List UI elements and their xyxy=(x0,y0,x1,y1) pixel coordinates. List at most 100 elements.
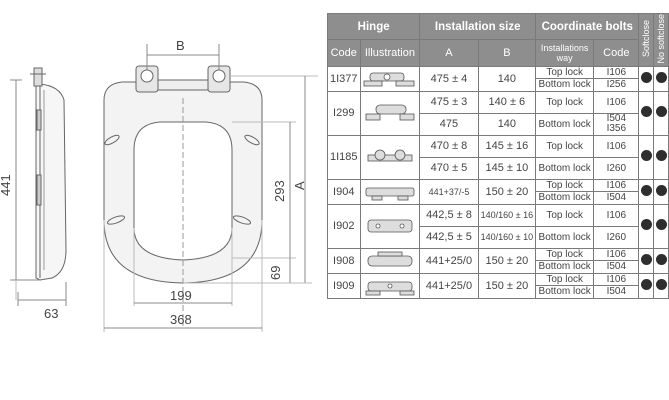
available-dot xyxy=(640,71,652,83)
bolt-code: I256 xyxy=(593,78,640,92)
table-row: 1I185 470 ± 8 145 ± 16 Top lock I106 xyxy=(327,134,669,180)
hinge-illustration xyxy=(359,272,421,299)
size-a: 475 ± 4 xyxy=(419,65,479,92)
size-a: 470 ± 5 xyxy=(419,156,479,180)
dim-69-label: 69 xyxy=(268,266,283,280)
installation-way: Top lock xyxy=(535,65,595,80)
size-a: 441+37/-5 xyxy=(419,178,479,205)
subheader-code: Code xyxy=(327,39,361,67)
available-dot xyxy=(655,184,667,196)
available-dot xyxy=(640,184,652,196)
subheader-a: A xyxy=(419,39,479,67)
hinge-illustration xyxy=(359,134,421,180)
no-softclose-cell xyxy=(653,203,669,249)
table-row: 442,5 ± 5 140/160 ± 10 Bottom lock I260 xyxy=(328,225,669,249)
available-dot xyxy=(640,253,652,265)
bolt-code: I504 xyxy=(593,191,640,205)
bolt-code: I106 xyxy=(593,65,640,80)
table-row: 1I377 475 ± 4 140 Top lock I106 xyxy=(327,65,669,92)
available-dot xyxy=(640,278,652,290)
softclose-cell xyxy=(638,90,655,136)
bolt-code: I504 xyxy=(593,285,640,299)
side-view-bolt xyxy=(33,67,43,87)
table-row: I902 442,5 ± 8 140/160 ± 16 Top lock I10… xyxy=(327,203,669,249)
bolt-code: I260 xyxy=(593,225,640,249)
size-a: 441+25/0 xyxy=(419,247,479,274)
no-softclose-cell xyxy=(653,65,669,92)
dim-368-label: 368 xyxy=(170,312,192,327)
hinge-illustration xyxy=(359,65,421,92)
size-b: 145 ± 16 xyxy=(477,134,537,158)
size-b: 140 ± 6 xyxy=(477,90,537,114)
table-row: I904 441+37/-5 150 ± 20 Top lock I106 xyxy=(327,178,669,205)
available-dot xyxy=(640,219,652,231)
bolt-code: I106 xyxy=(593,272,640,287)
bolt-code: I106 xyxy=(593,203,640,227)
technical-drawing: B 441 A 293 69 63 199 368 xyxy=(0,0,322,400)
hinge-code: 1I377 xyxy=(327,65,361,92)
size-a: 475 xyxy=(419,112,479,136)
available-dot xyxy=(655,71,667,83)
softclose-cell xyxy=(638,134,655,180)
hinge-spec-table: Hinge Installation size Coordinate bolts… xyxy=(326,12,669,299)
installation-way: Bottom lock xyxy=(535,191,595,205)
no-softclose-cell xyxy=(653,90,669,136)
table-row: 470 ± 5 145 ± 10 Bottom lock I260 xyxy=(328,156,669,180)
installation-way: Top lock xyxy=(535,247,595,262)
header-softclose: Softclose xyxy=(638,13,655,67)
dim-a-label: A xyxy=(292,181,307,190)
no-softclose-cell xyxy=(653,272,669,299)
installation-way: Top lock xyxy=(535,134,595,158)
dim-b-label: B xyxy=(176,38,185,53)
table-row: Bottom lock I504 xyxy=(328,285,669,299)
bolt-code: I106 xyxy=(593,247,640,262)
subheader-illustration: Illustration xyxy=(359,39,421,67)
hinge-code: I908 xyxy=(327,247,361,274)
hinge-code: I904 xyxy=(327,178,361,205)
no-softclose-cell xyxy=(653,134,669,180)
no-softclose-cell xyxy=(653,247,669,274)
bolt-code: I106 xyxy=(593,90,640,114)
hinge-illustration xyxy=(359,90,421,136)
bolt-code: I106 xyxy=(593,134,640,158)
subheader-bolt-code: Code xyxy=(593,39,640,67)
dim-199-label: 199 xyxy=(170,288,192,303)
installation-way: Top lock xyxy=(535,90,595,114)
hinge-code: I902 xyxy=(327,203,361,249)
softclose-cell xyxy=(638,272,655,299)
available-dot xyxy=(655,106,667,118)
toilet-seat-drawing: B 441 A 293 69 63 199 368 xyxy=(0,38,318,332)
installation-way: Bottom lock xyxy=(535,78,595,92)
installation-way: Bottom lock xyxy=(535,285,595,299)
size-b: 140/160 ± 10 xyxy=(477,225,537,249)
dim-441-label: 441 xyxy=(0,174,13,196)
size-a: 470 ± 8 xyxy=(419,134,479,158)
softclose-cell xyxy=(638,203,655,249)
size-a: 442,5 ± 5 xyxy=(419,225,479,249)
softclose-cell xyxy=(638,247,655,274)
size-b: 140 xyxy=(477,112,537,136)
no-softclose-cell xyxy=(653,178,669,205)
available-dot xyxy=(655,219,667,231)
hinge-illustration xyxy=(359,203,421,249)
bolt-code: I106 xyxy=(593,178,640,193)
subheader-b: B xyxy=(477,39,537,67)
dim-293-label: 293 xyxy=(272,180,287,202)
hinge-illustration xyxy=(359,178,421,205)
hinge-illustration xyxy=(359,247,421,274)
size-a: 475 ± 3 xyxy=(419,90,479,114)
softclose-cell xyxy=(638,178,655,205)
hinge-code: I909 xyxy=(327,272,361,299)
hinge-code: 1I185 xyxy=(327,134,361,180)
installation-way: Bottom lock xyxy=(535,112,595,136)
header-no-softclose: No softclose xyxy=(653,13,669,67)
table-row: I299 475 ± 3 140 ± 6 Top lock I106 xyxy=(327,90,669,136)
size-b: 140 xyxy=(477,65,537,92)
installation-way: Top lock xyxy=(535,272,595,287)
size-b: 150 ± 20 xyxy=(477,272,537,299)
dim-63-label: 63 xyxy=(44,306,58,321)
header-installation-size: Installation size xyxy=(419,12,537,41)
